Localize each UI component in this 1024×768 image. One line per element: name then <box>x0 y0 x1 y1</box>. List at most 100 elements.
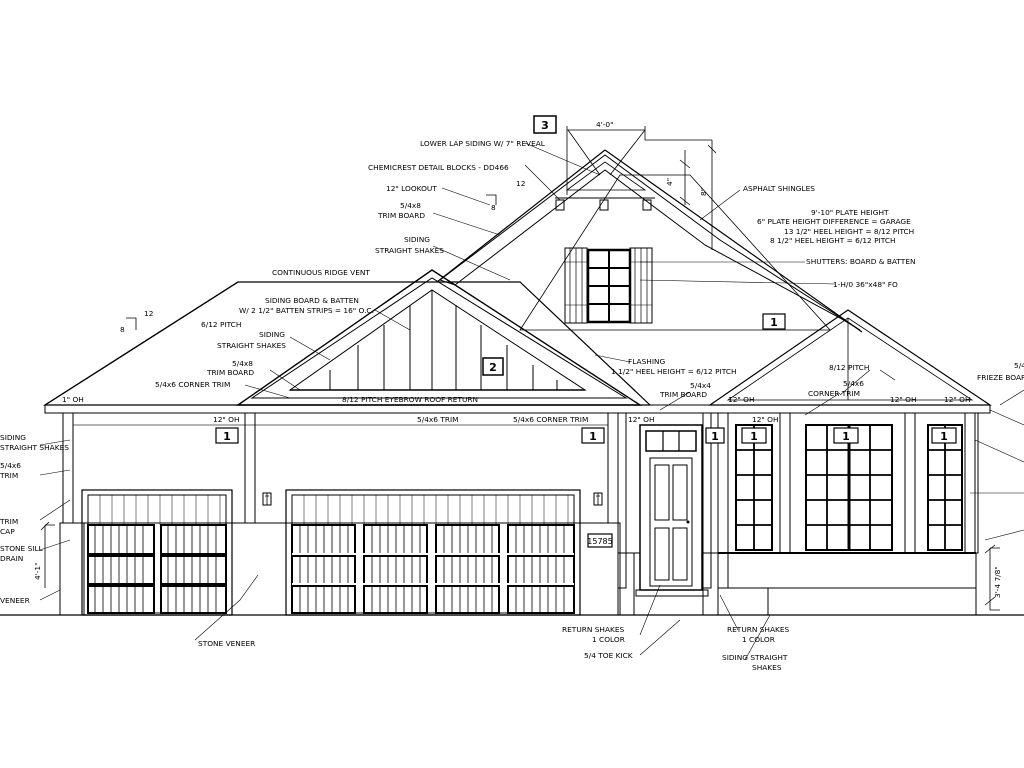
note-trim: 5/4x6 <box>843 379 864 388</box>
callout-tags: 3 2 1 1 1 1 1 1 1 <box>215 115 957 444</box>
note-oh: 12" OH <box>890 395 917 404</box>
note-trim: 5/4x6 TRIM <box>417 415 459 424</box>
note-trim: TRIM BOARD <box>206 368 254 377</box>
right-hip-roof <box>708 309 992 406</box>
note-left: 5/4x6 <box>0 461 21 470</box>
note-oh: 1" OH <box>62 395 84 404</box>
note-return-shakes: RETURN SHAKES <box>562 625 625 634</box>
callout-tag-1: 1 <box>705 427 725 444</box>
tag-label: 1 <box>750 430 758 443</box>
note-oh: 12" OH <box>628 415 655 424</box>
garage-door-left <box>81 489 233 616</box>
callout-tag-1: 1 <box>833 427 859 444</box>
dim-label: 4" <box>665 178 674 186</box>
note-heel: 8 1/2" HEEL HEIGHT = 6/12 PITCH <box>770 236 896 245</box>
note-pitch: 6/12 PITCH <box>201 320 241 329</box>
note-siding: SIDING STRAIGHT <box>722 653 788 662</box>
callout-tag-3: 3 <box>533 115 557 134</box>
note-oh: 12" OH <box>728 395 755 404</box>
note-trim-board: 5/4x8 <box>400 201 421 210</box>
note-detail-blocks: CHEMICREST DETAIL BLOCKS - DD466 <box>368 163 509 172</box>
note-left: TRIM <box>0 471 18 480</box>
note-left: SIDING <box>0 433 26 442</box>
tag-label: 3 <box>541 119 549 132</box>
main-roof-left <box>42 269 991 414</box>
note-siding: SHAKES <box>752 663 782 672</box>
callout-tag-1: 1 <box>931 427 957 444</box>
note-window: 1-H/0 36"x48" FO <box>833 280 898 289</box>
note-siding: STRAIGHT SHAKES <box>217 341 286 350</box>
note-lookout: 12" LOOKOUT <box>386 184 437 193</box>
note-left: TRIM <box>0 517 18 526</box>
note-frieze: 5/4 <box>1014 361 1024 370</box>
note-plate: 9'-10" PLATE HEIGHT <box>811 208 889 217</box>
note-plate: 6" PLATE HEIGHT DIFFERENCE = GARAGE <box>757 217 911 226</box>
dim-label: 4'-0" <box>596 120 614 129</box>
note-toe-kick: 5/4 TOE KICK <box>584 651 633 660</box>
dim-label: 4'-1" <box>33 562 42 580</box>
note-board-batten: W/ 2 1/2" BATTEN STRIPS = 16" O.C. <box>239 306 374 315</box>
callout-tag-2: 2 <box>482 357 504 376</box>
note-left: DRAIN <box>0 554 23 563</box>
note-flashing: 1 1/2" HEEL HEIGHT = 6/12 PITCH <box>611 367 737 376</box>
address-number: 15785 <box>587 537 612 546</box>
note-pitch: 8/12 PITCH <box>829 363 869 372</box>
callout-tag-1: 1 <box>581 427 605 444</box>
tag-label: 1 <box>589 430 597 443</box>
note-corner-trim: 5/4x6 CORNER TRIM <box>513 415 588 424</box>
note-shutters: SHUTTERS: BOARD & BATTEN <box>806 257 916 266</box>
note-return-shakes: 1 COLOR <box>742 635 775 644</box>
leader-lines <box>39 142 1024 661</box>
note-board-batten: SIDING BOARD & BATTEN <box>265 296 359 305</box>
wall-lights <box>262 492 603 506</box>
front-door[interactable] <box>635 424 709 597</box>
note-trim-board: TRIM BOARD <box>377 211 425 220</box>
note-left: STRAIGHT SHAKES <box>0 443 69 452</box>
garage-door-right <box>285 489 581 616</box>
note-frieze: FRIEZE BOARD <box>977 373 1024 382</box>
note-corner-trim: 5/4x6 CORNER TRIM <box>155 380 230 389</box>
note-left: CAP <box>0 527 15 536</box>
note-return-shakes: 1 COLOR <box>592 635 625 644</box>
pitch-label: 8 <box>491 203 496 212</box>
dimension-lines <box>40 126 1000 611</box>
note-asphalt: ASPHALT SHINGLES <box>743 184 815 193</box>
tag-label: 1 <box>940 430 948 443</box>
address-plaque: 15785 <box>587 533 613 548</box>
note-left: STONE SILL <box>0 544 44 553</box>
right-windows <box>735 424 963 551</box>
dim-label: 3'-4 7/8" <box>993 566 1002 598</box>
note-corner-trim: CORNER TRIM <box>808 389 860 398</box>
walls <box>0 412 1024 616</box>
note-trim: TRIM BOARD <box>659 390 707 399</box>
tag-label: 2 <box>489 361 497 374</box>
callout-tag-1: 1 <box>762 313 786 330</box>
pitch-label: 8 <box>120 325 125 334</box>
note-siding: SIDING <box>259 330 285 339</box>
note-oh: 12" OH <box>944 395 971 404</box>
callout-tag-1: 1 <box>741 427 767 444</box>
tag-label: 1 <box>711 430 719 443</box>
pitch-label: 12 <box>144 309 153 318</box>
note-ridge-vent: CONTINUOUS RIDGE VENT <box>272 268 370 277</box>
note-siding: SIDING <box>404 235 430 244</box>
note-eyebrow: 8/12 PITCH EYEBROW ROOF RETURN <box>342 395 478 404</box>
tag-label: 1 <box>842 430 850 443</box>
note-trim: 5/4x8 <box>232 359 253 368</box>
tag-label: 1 <box>223 430 231 443</box>
note-siding: STRAIGHT SHAKES <box>375 246 444 255</box>
dim-label: 8" <box>699 188 708 196</box>
note-return-shakes: RETURN SHAKES <box>727 625 790 634</box>
note-heel: 13 1/2" HEEL HEIGHT = 8/12 PITCH <box>784 227 914 236</box>
note-flashing: FLASHING <box>628 357 666 366</box>
note-lap-siding: LOWER LAP SIDING W/ 7" REVEAL <box>420 139 546 148</box>
callout-tag-1: 1 <box>215 427 239 444</box>
note-stone-veneer: STONE VENEER <box>198 639 255 648</box>
note-trim: 5/4x4 <box>690 381 711 390</box>
pitch-label: 12 <box>516 179 525 188</box>
upper-dormer <box>436 149 863 333</box>
tag-label: 1 <box>770 316 778 329</box>
note-oh: 12" OH <box>752 415 779 424</box>
note-left: VENEER <box>0 596 30 605</box>
